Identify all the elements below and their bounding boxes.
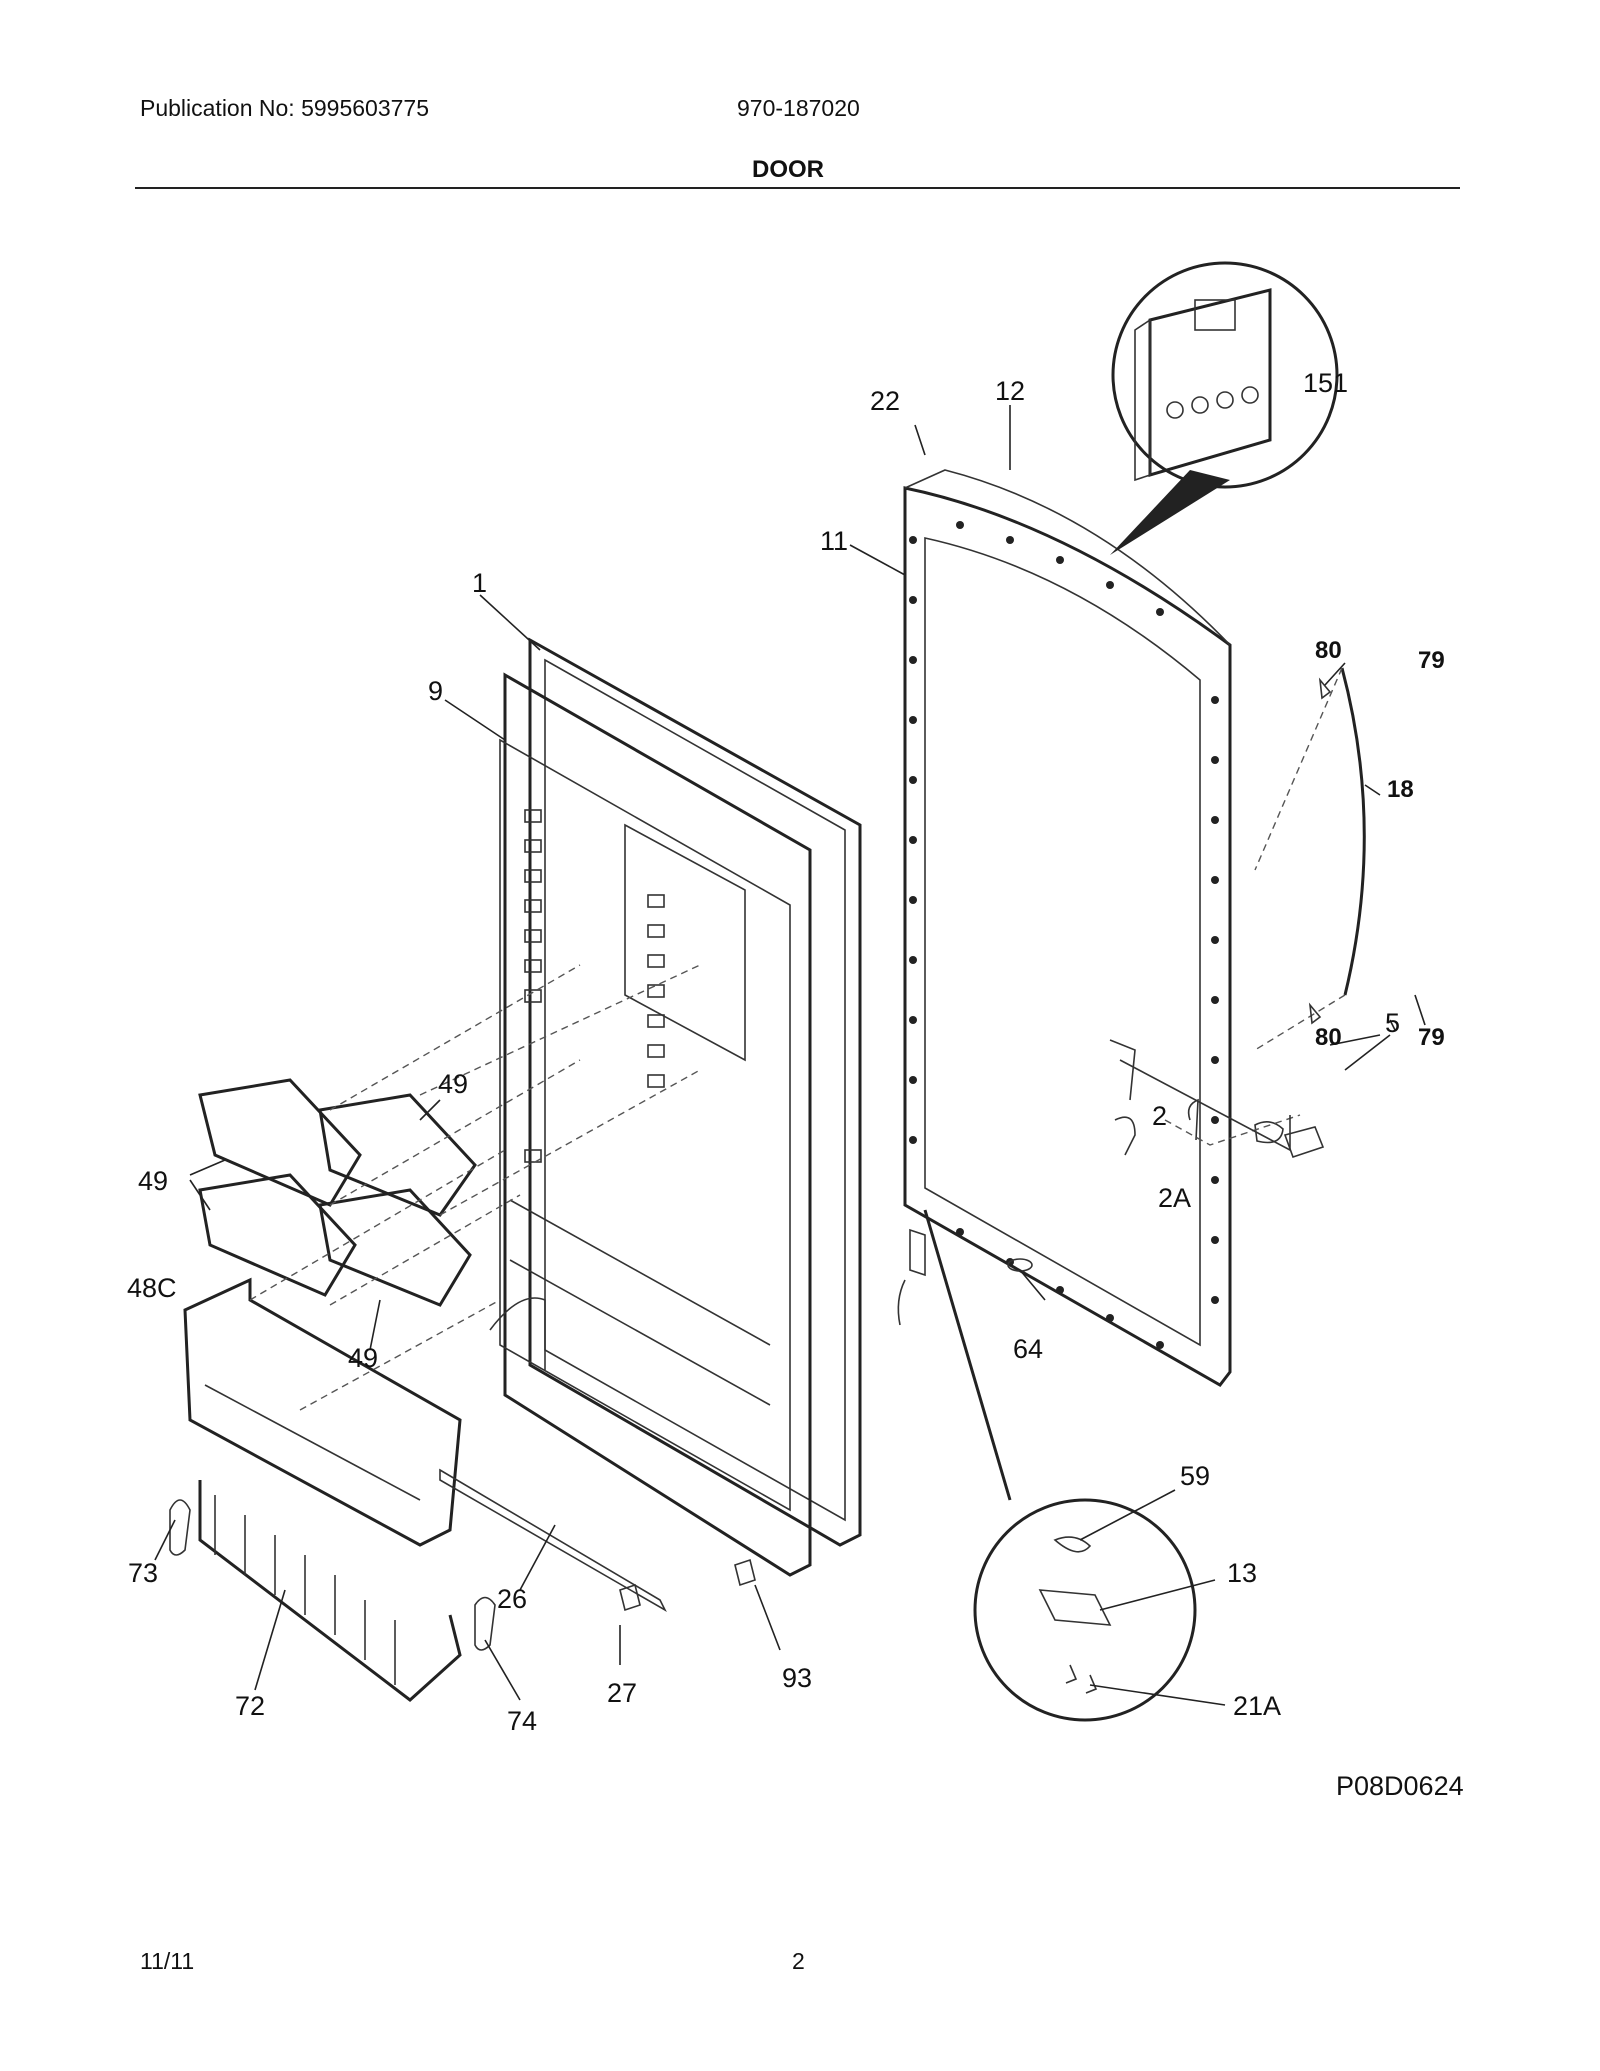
callout-48c: 48C xyxy=(127,1273,177,1303)
callout-26: 26 xyxy=(497,1584,527,1614)
door-gasket xyxy=(528,637,862,1547)
callout-80-bottom: 80 xyxy=(1315,1024,1342,1051)
callout-2a: 2A xyxy=(1158,1183,1191,1213)
callout-49-left: 49 xyxy=(138,1166,168,1196)
callout-74: 74 xyxy=(507,1706,537,1736)
control-panel-inset xyxy=(1110,261,1339,555)
leader-lines xyxy=(154,405,1426,1706)
callout-1: 1 xyxy=(472,568,487,598)
callout-79-bottom: 79 xyxy=(1418,1024,1445,1051)
door-handle xyxy=(1254,667,1366,1051)
callout-11: 11 xyxy=(820,526,848,556)
callout-93: 93 xyxy=(782,1663,812,1693)
callout-13: 13 xyxy=(1227,1558,1257,1588)
callout-9: 9 xyxy=(428,676,443,706)
callout-79-top: 79 xyxy=(1418,647,1445,674)
footer-date: 11/11 xyxy=(140,1948,195,1974)
drawing-code: P08D0624 xyxy=(1336,1771,1464,1801)
door-panel-holes xyxy=(909,521,1219,1349)
inner-door-liner xyxy=(489,672,812,1577)
callout-12: 12 xyxy=(995,376,1025,406)
door-bins xyxy=(198,964,701,1307)
callout-49-top: 49 xyxy=(438,1069,468,1099)
outer-door-panel xyxy=(903,469,1232,1387)
callout-151: 151 xyxy=(1303,368,1348,398)
hinge-inset xyxy=(897,1209,1197,1722)
callout-27: 27 xyxy=(607,1678,637,1708)
callout-labels: 1 9 11 12 22 151 80 79 18 80 79 5 2 2A 4… xyxy=(127,368,1445,1736)
model-number: 970-187020 xyxy=(737,95,860,121)
footer-page-number: 2 xyxy=(792,1948,805,1974)
callout-21a: 21A xyxy=(1233,1691,1281,1721)
section-title: DOOR xyxy=(752,156,824,183)
liner-shelf-ribs xyxy=(524,809,665,1163)
large-door-bin xyxy=(183,1149,506,1547)
callout-72: 72 xyxy=(235,1691,265,1721)
callout-5: 5 xyxy=(1385,1008,1400,1038)
callout-18: 18 xyxy=(1387,776,1414,803)
callout-73: 73 xyxy=(128,1558,158,1588)
callout-49-bottom: 49 xyxy=(348,1343,378,1373)
callout-2: 2 xyxy=(1152,1101,1167,1131)
callout-22: 22 xyxy=(870,386,900,416)
callout-80-top: 80 xyxy=(1315,637,1342,664)
callout-64: 64 xyxy=(1013,1334,1043,1364)
header-rule xyxy=(135,187,1460,189)
publication-number: Publication No: 5995603775 xyxy=(140,95,430,121)
callout-59: 59 xyxy=(1180,1461,1210,1491)
lock-assembly xyxy=(1109,1039,1325,1159)
bin-wire-guard xyxy=(169,1468,756,1702)
